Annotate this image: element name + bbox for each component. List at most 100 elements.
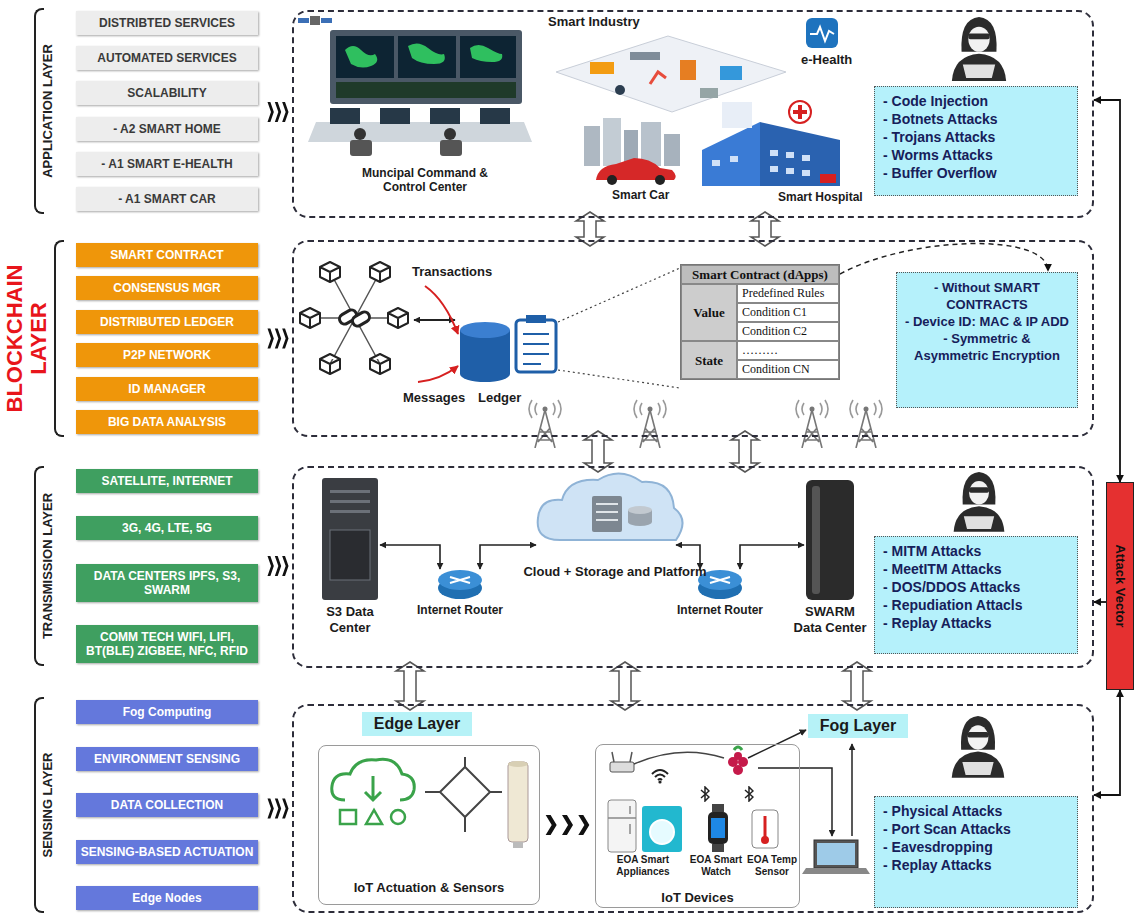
label-text: COMM TECH WIFI, LIFI, BT(BLE) ZIGBEE, NF… xyxy=(80,630,254,658)
label-text: - Replay Attacks xyxy=(883,856,1069,874)
layer-item-box: BIG DATA ANALYSIS xyxy=(76,410,258,434)
label-text: SCALABILITY xyxy=(80,86,254,100)
label-text: SMART CONTRACT xyxy=(80,248,254,262)
bracket-line xyxy=(54,240,64,437)
label-text: S3 Data Center xyxy=(310,604,390,636)
layer-item-box: DATA CENTERS IPFS, S3, SWARM xyxy=(76,564,258,602)
layer-item-box: SATELLITE, INTERNET xyxy=(76,469,258,493)
layer-title: SENSING LAYER xyxy=(40,697,56,913)
block-arrow xyxy=(843,662,871,710)
dashed-arrow xyxy=(840,244,1048,274)
layer-item-box: ID MANAGER xyxy=(76,377,258,401)
label-text: Cloud + Storage and Platform xyxy=(515,564,715,580)
label-text: SATELLITE, INTERNET xyxy=(80,474,254,488)
layer-item-box: - A1 SMART CAR xyxy=(76,187,258,211)
label-text: - MITM Attacks xyxy=(883,542,1069,560)
device-group-box: EOA Smart AppliancesEOA Smart WatchEOA T… xyxy=(595,744,800,908)
label-text: DISTRIBTED SERVICES xyxy=(80,16,254,30)
attack-line xyxy=(1094,601,1106,603)
label-text: Transactions xyxy=(412,264,512,280)
label-text: - Device ID: MAC & IP ADD xyxy=(905,313,1069,330)
chevron-arrow xyxy=(268,799,289,819)
smart-industry-picture xyxy=(556,36,786,112)
label-text: Internet Router xyxy=(410,603,510,617)
label-text: - Code Injection xyxy=(883,92,1069,110)
label-text: Condition C1 xyxy=(737,303,839,322)
smart-contract-table: Smart Contract (dApps)Predefined RulesVa… xyxy=(680,264,840,380)
label-text: SENSING-BASED ACTUATION xyxy=(80,845,254,859)
e-health-icon xyxy=(806,18,838,48)
attack-line xyxy=(1094,100,1120,482)
layer-bracket: BLOCKCHAIN LAYER SMART CONTRACT CONSENSUS … xyxy=(2,240,264,437)
label-text: Smart Contract (dApps) xyxy=(681,265,839,284)
label-text: IoT Actuation & Sensors xyxy=(318,880,540,896)
control-center-picture xyxy=(308,30,532,156)
label-text: Ledger xyxy=(478,390,534,406)
layer-item-box: SENSING-BASED ACTUATION xyxy=(76,840,258,864)
attack-line xyxy=(1094,690,1120,795)
layer-title: BLOCKCHAIN LAYER xyxy=(3,240,51,437)
label-text: CONSENSUS MGR xyxy=(80,281,254,295)
label-text: - Physical Attacks xyxy=(883,802,1069,820)
label-text: - A1 SMART E-HEALTH xyxy=(80,157,254,171)
label-text: Smart Hospital xyxy=(778,190,870,204)
layer-item-box: DATA COLLECTION xyxy=(76,793,258,817)
transmission-picture xyxy=(322,473,854,600)
layer-panel: Edge Layer Fog LayerIoT Actuation & Senso… xyxy=(292,704,1094,913)
label-text: Smart Industry xyxy=(548,14,658,30)
smart-car-picture xyxy=(584,118,680,185)
label-text: - Worms Attacks xyxy=(883,146,1069,164)
label-text: - Buffer Overflow xyxy=(883,164,1069,182)
label-text: AUTOMATED SERVICES xyxy=(80,51,254,65)
label-text: - Port Scan Attacks xyxy=(883,820,1069,838)
layer-item-box: CONSENSUS MGR xyxy=(76,276,258,300)
label-text: e-Health xyxy=(801,52,861,68)
block-arrow xyxy=(611,662,639,710)
layer-item-box: AUTOMATED SERVICES xyxy=(76,46,258,70)
label-text: Value xyxy=(681,284,737,341)
layer-item-box: - A2 SMART HOME xyxy=(76,117,258,141)
layer-tag: Fog Layer xyxy=(808,714,908,738)
label-text: Muncipal Command & Control Center xyxy=(345,166,505,194)
label-text: ……… xyxy=(737,341,839,360)
attack-list-box: - MITM Attacks- MeetITM Attacks- DOS/DDO… xyxy=(874,536,1078,654)
label-text: ENVIRONMENT SENSING xyxy=(80,752,254,766)
label-text: - Repudiation Attacls xyxy=(883,596,1069,614)
label-text: Fog Computing xyxy=(80,705,254,719)
chevron-arrow xyxy=(268,556,289,576)
label-text: - Botnets Attacks xyxy=(883,110,1069,128)
layer-item-box: COMM TECH WIFI, LIFI, BT(BLE) ZIGBEE, NF… xyxy=(76,625,258,663)
layer-panel: TransactionsMessagesLedgerSmart Contract… xyxy=(292,240,1094,437)
label-text: Smart Car xyxy=(612,188,682,202)
label-text: DATA CENTERS IPFS, S3, SWARM xyxy=(80,569,254,597)
layer-title: TRANSMISSION LAYER xyxy=(40,466,56,666)
label-text: SWARM Data Center xyxy=(790,604,870,636)
layer-item-box: 3G, 4G, LTE, 5G xyxy=(76,516,258,540)
layer-bracket: TRANSMISSION LAYER SATELLITE, INTERNET 3G,… xyxy=(2,466,264,666)
bar-title: Attack Vector xyxy=(1112,483,1128,689)
chevron-arrow xyxy=(546,815,590,835)
layer-tag: Edge Layer xyxy=(362,712,472,736)
layer-item-box: DISTRIBTED SERVICES xyxy=(76,11,258,35)
label-text: - Trojans Attacks xyxy=(883,128,1069,146)
label-text: State xyxy=(681,341,737,379)
label-text: Condition C2 xyxy=(737,322,839,341)
device-group-box: IoT Actuation & Sensors xyxy=(318,745,540,905)
label-text: P2P NETWORK xyxy=(80,348,254,362)
label-text: EOA Smart Appliances xyxy=(600,854,686,878)
label-text: Fog Layer xyxy=(814,716,902,736)
label-text: - MeetITM Attacks xyxy=(883,560,1069,578)
layer-item-box: DISTRIBUTED LEDGER xyxy=(76,310,258,334)
layer-panel: Smart Industry e-HealthMuncipal Command &… xyxy=(292,10,1094,218)
label-text: DISTRIBUTED LEDGER xyxy=(80,315,254,329)
layer-title: APPLICATION LAYER xyxy=(40,8,56,214)
label-text: DATA COLLECTION xyxy=(80,798,254,812)
label-text: 3G, 4G, LTE, 5G xyxy=(80,521,254,535)
chevron-arrow xyxy=(268,102,289,122)
layer-panel: S3 Data Center Cloud + Storage and Platfo… xyxy=(292,466,1094,668)
label-text: Predefined Rules xyxy=(737,284,839,303)
label-text: Edge Nodes xyxy=(80,891,254,905)
label-text: IoT Devices xyxy=(640,890,755,906)
label-text: EOA Smart Watch xyxy=(688,854,744,878)
